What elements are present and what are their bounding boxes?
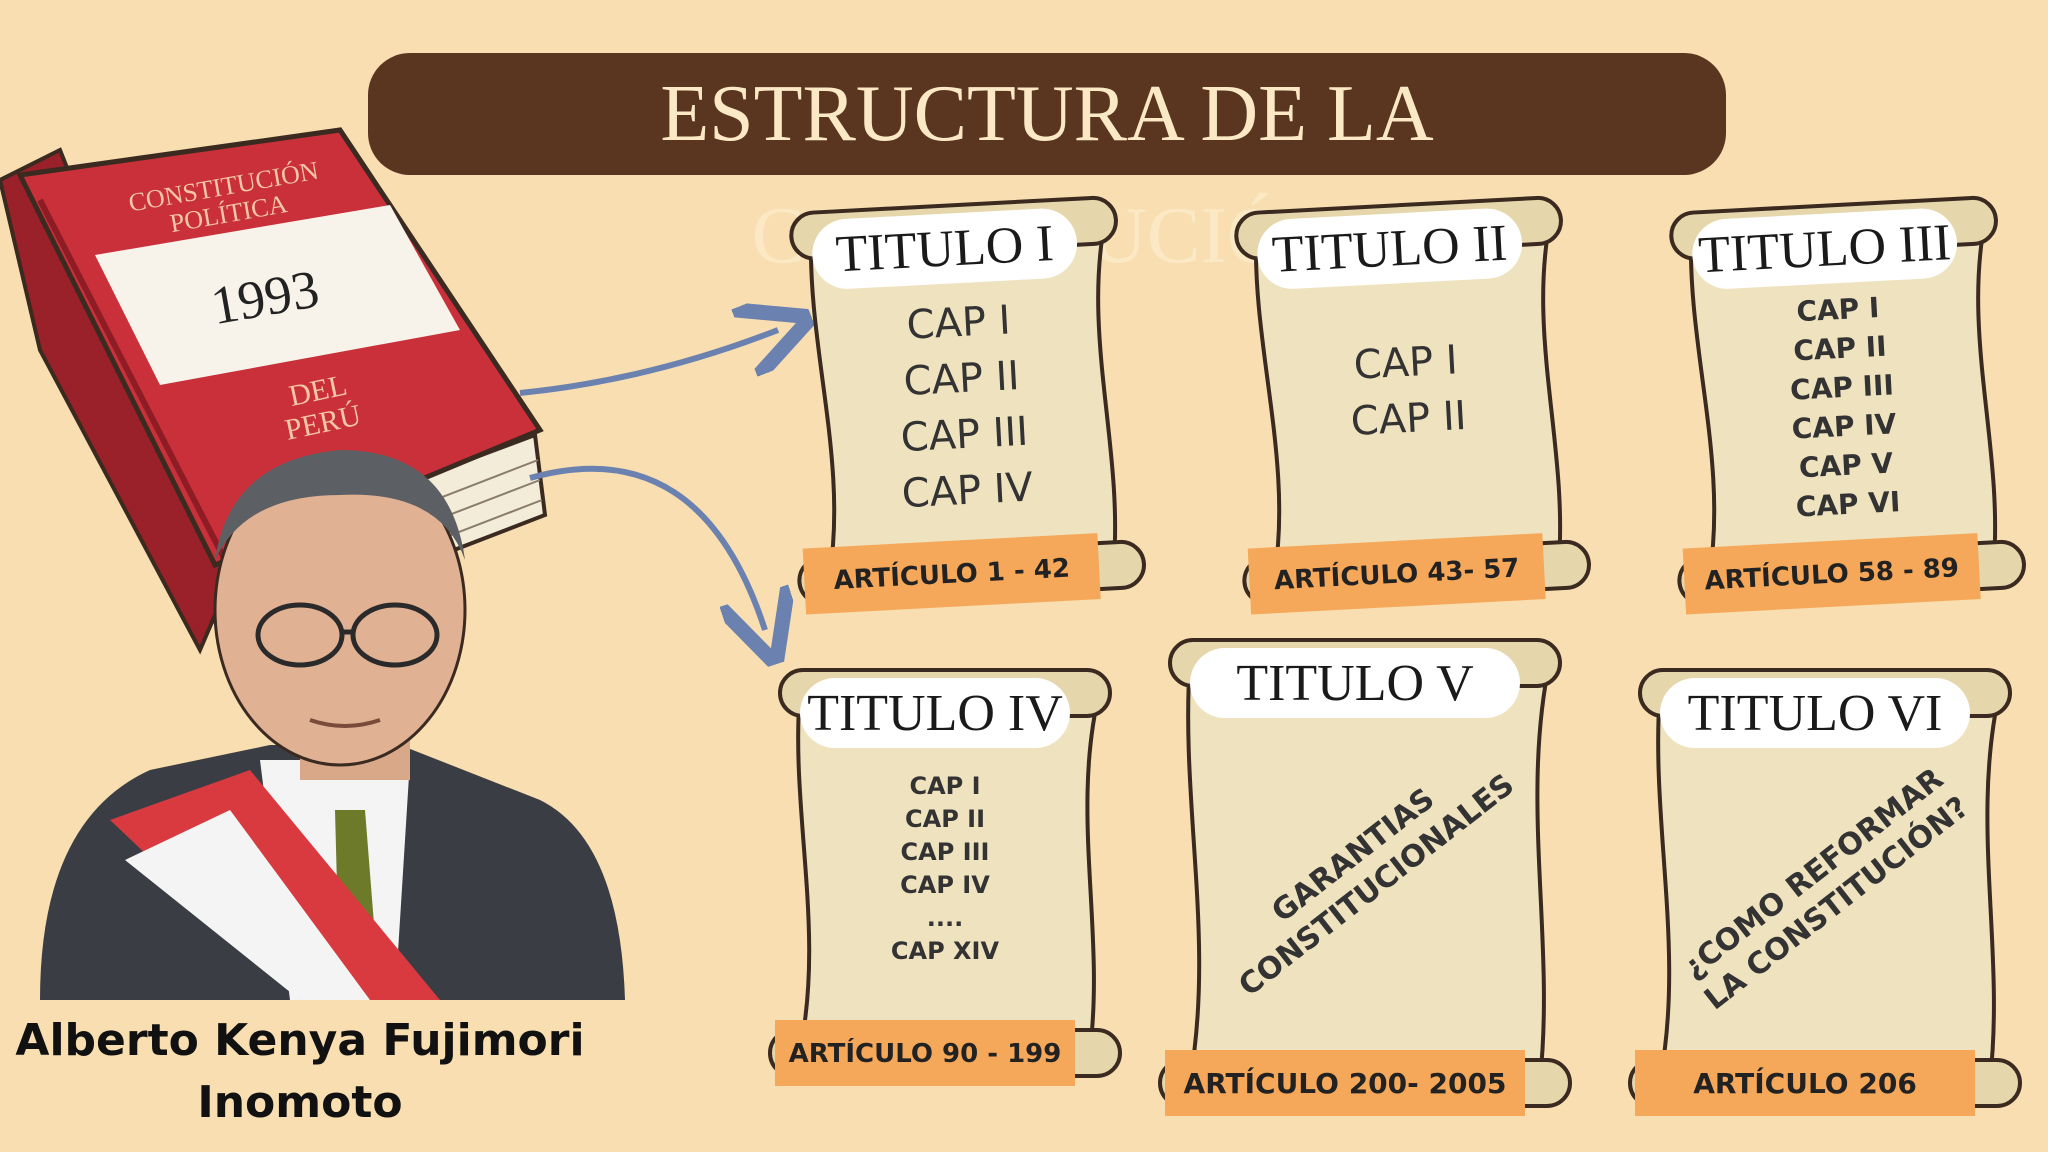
article-label <box>775 1020 1075 1086</box>
person-portrait <box>40 450 625 1000</box>
scroll-title: TITULO I <box>834 215 1056 284</box>
scroll-title-pill <box>800 678 1070 748</box>
diagonal-text-line: LA CONSTITUCIÓN? <box>1697 788 1976 1017</box>
scroll-4 <box>768 668 1122 1086</box>
scroll-title: TITULO VI <box>1687 685 1943 742</box>
person-name-line2: Inomoto <box>197 1077 403 1128</box>
scroll-title: TITULO II <box>1270 214 1509 284</box>
scroll-title-pill <box>812 208 1078 289</box>
article-label <box>1165 1050 1525 1116</box>
diagonal-text-line: GARANTIAS <box>1265 781 1442 930</box>
person-name-line1: Alberto Kenya Fujimori <box>15 1015 585 1066</box>
arrow-icon <box>519 330 778 396</box>
scroll-title-pill <box>1660 678 1970 748</box>
article-label <box>1247 533 1546 615</box>
scroll-3 <box>1669 195 2026 615</box>
article-label <box>1635 1050 1975 1116</box>
scroll-title-pill <box>1190 648 1520 718</box>
diagonal-text-line: CONSTITUCIONALES <box>1232 767 1521 1004</box>
article-range: ARTÍCULO 200- 2005 <box>1183 1067 1507 1100</box>
chapter-list: CAP I CAP II CAP III CAP IV.... CAP XIV <box>780 770 1110 968</box>
scroll-1 <box>789 195 1146 615</box>
scroll-title-pill <box>1692 208 1958 289</box>
arrow-icon <box>529 465 765 630</box>
article-label <box>802 533 1101 615</box>
scroll-title: TITULO IV <box>807 685 1063 742</box>
person-name: Alberto Kenya Fujimori Inomoto <box>0 1010 600 1134</box>
article-range: ARTÍCULO 90 - 199 <box>788 1039 1062 1069</box>
scroll-5 <box>1158 638 1572 1116</box>
scroll-title: TITULO III <box>1697 214 1953 285</box>
diagonal-text-line: ¿COMO REFORMAR <box>1676 760 1950 986</box>
article-label <box>1682 533 1981 615</box>
chapter-item: CAP II <box>905 805 985 833</box>
page-title: ESTRUCTURA DE LA CONSTITUCIÓN <box>368 53 1726 280</box>
chapter-item: CAP IV <box>900 871 990 899</box>
chapter-item: CAP XIV <box>890 937 1000 965</box>
scroll-title-pill <box>1257 208 1523 289</box>
scroll-2 <box>1234 195 1591 615</box>
article-range: ARTÍCULO 206 <box>1693 1067 1917 1100</box>
scroll-title: TITULO V <box>1236 655 1474 712</box>
chapter-item: CAP I <box>909 772 981 800</box>
scroll-6 <box>1628 668 2022 1116</box>
chapter-item: CAP III <box>900 838 990 866</box>
chapter-item: .... <box>926 904 964 932</box>
